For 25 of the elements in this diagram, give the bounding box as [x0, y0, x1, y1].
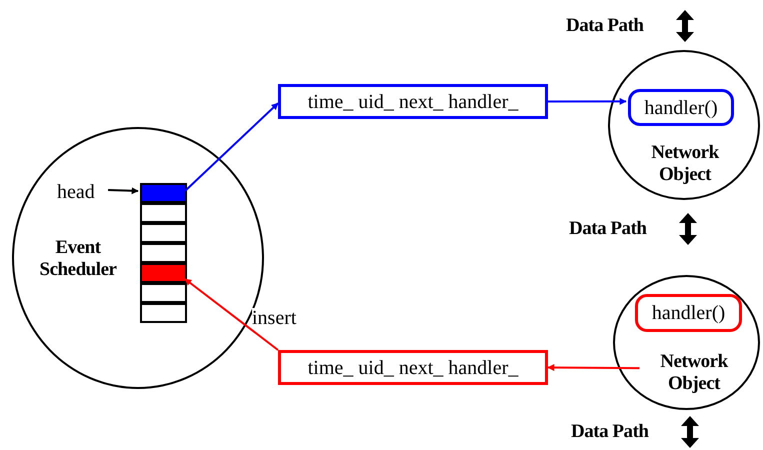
queue-slot: [140, 303, 187, 323]
queue-slot: [140, 183, 187, 203]
queue-slot: [140, 243, 187, 263]
object-label: Network Object: [650, 142, 720, 186]
data-path-label: Data Path: [571, 422, 649, 441]
event-packet-box: time_ uid_ next_ handler_: [278, 350, 548, 385]
data-path-label: Data Path: [566, 16, 644, 35]
queue-slot: [140, 263, 187, 283]
object-label: Network Object: [659, 351, 730, 395]
queue-slot: [140, 283, 187, 303]
arrow: [184, 102, 279, 192]
event-packet-box: time_ uid_ next_ handler_: [278, 84, 548, 119]
object-label: Event Scheduler: [38, 237, 118, 281]
queue-slot: [140, 203, 187, 223]
method-box: handler(): [635, 294, 742, 332]
method-box: handler(): [628, 89, 734, 126]
pointer-label: head: [57, 182, 95, 202]
object-circle: [613, 275, 760, 410]
arrow: [108, 187, 139, 194]
arrow: [184, 278, 279, 351]
object-circle: [608, 50, 760, 200]
arrow: [547, 364, 640, 372]
queue-slot: [140, 223, 187, 243]
arrow: [548, 98, 627, 105]
data-path-label: Data Path: [569, 219, 647, 238]
